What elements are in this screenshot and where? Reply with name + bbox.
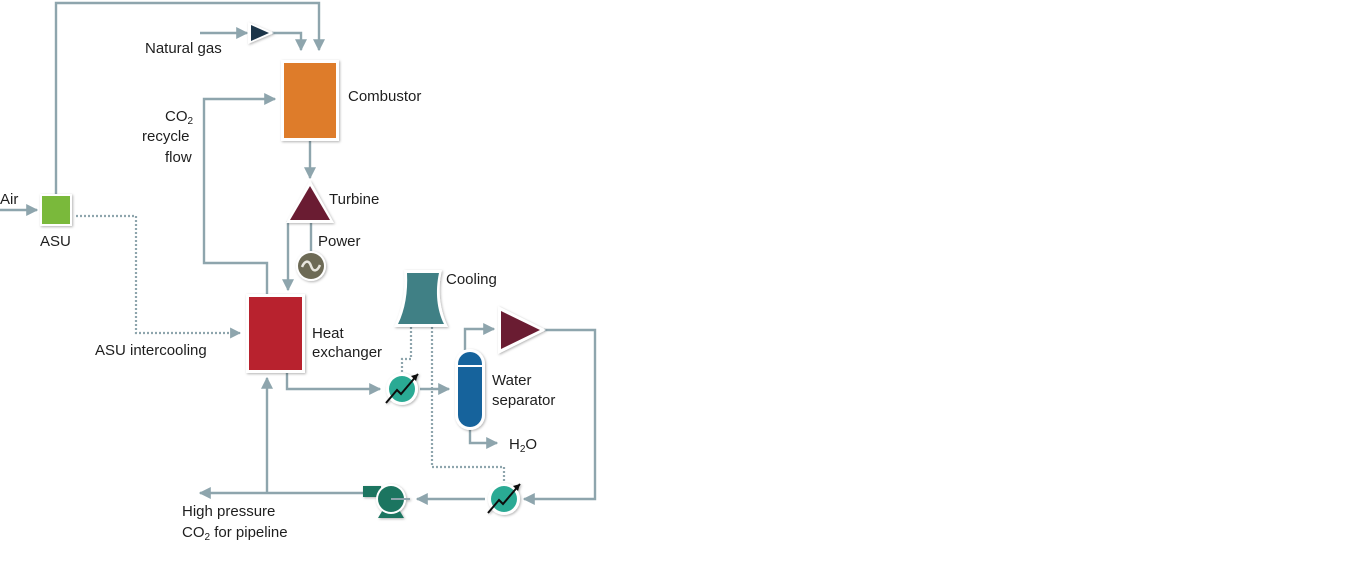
pipe-separator-to-compressor bbox=[463, 323, 496, 350]
heat-exchanger-label-line2: exchanger bbox=[312, 344, 382, 361]
co2-recycle-label-line1: CO2 bbox=[165, 108, 194, 127]
pipe-compressor-to-cooler2 bbox=[522, 328, 597, 505]
pipe-cooling-to-cooler2 bbox=[430, 327, 506, 484]
pipe-asu-intercooling bbox=[76, 214, 242, 339]
natural-gas-label: Natural gas bbox=[145, 40, 222, 57]
water-separator-icon bbox=[455, 349, 485, 430]
pipe-hx-to-cooler bbox=[285, 372, 382, 395]
heat-exchanger-unit bbox=[246, 294, 305, 373]
cooling-label: Cooling bbox=[446, 271, 497, 288]
compressor-icon bbox=[498, 306, 546, 354]
natural-gas-inlet-icon bbox=[248, 22, 274, 44]
co2-recycle-label-line2: recycle bbox=[142, 128, 190, 145]
co2-recycle-label-line3: flow bbox=[165, 149, 192, 166]
asu-label: ASU bbox=[40, 233, 71, 250]
power-label: Power bbox=[318, 233, 361, 250]
high-pressure-label-line2: CO2 for pipeline bbox=[182, 524, 288, 543]
asu-intercooling-label: ASU intercooling bbox=[95, 342, 207, 359]
cooling-tower-icon bbox=[394, 270, 448, 327]
high-pressure-label-line1: High pressure bbox=[182, 503, 275, 520]
combustor-label: Combustor bbox=[348, 88, 421, 105]
pipe-asu-to-combustor bbox=[54, 1, 325, 196]
h2o-label: H2O bbox=[509, 436, 537, 455]
air-label: Air bbox=[0, 191, 18, 208]
water-separator-label-line2: separator bbox=[492, 392, 555, 409]
water-separator-label-line1: Water bbox=[492, 372, 531, 389]
turbine-icon bbox=[286, 180, 334, 223]
pipe-co2-recycle bbox=[202, 93, 277, 294]
turbine-label: Turbine bbox=[329, 191, 379, 208]
pipe-separator-to-h2o bbox=[468, 428, 499, 449]
cooler-1-icon bbox=[385, 373, 419, 405]
asu-unit bbox=[40, 194, 72, 226]
combustor-unit bbox=[281, 60, 339, 141]
pipe-cooling-to-cooler1 bbox=[400, 327, 413, 372]
pipe-natural-gas-to-combustor bbox=[272, 31, 307, 52]
generator-icon bbox=[296, 251, 326, 281]
heat-exchanger-label-line1: Heat bbox=[312, 325, 345, 342]
pump-icon bbox=[363, 484, 410, 518]
cooler-2-icon bbox=[487, 483, 521, 515]
